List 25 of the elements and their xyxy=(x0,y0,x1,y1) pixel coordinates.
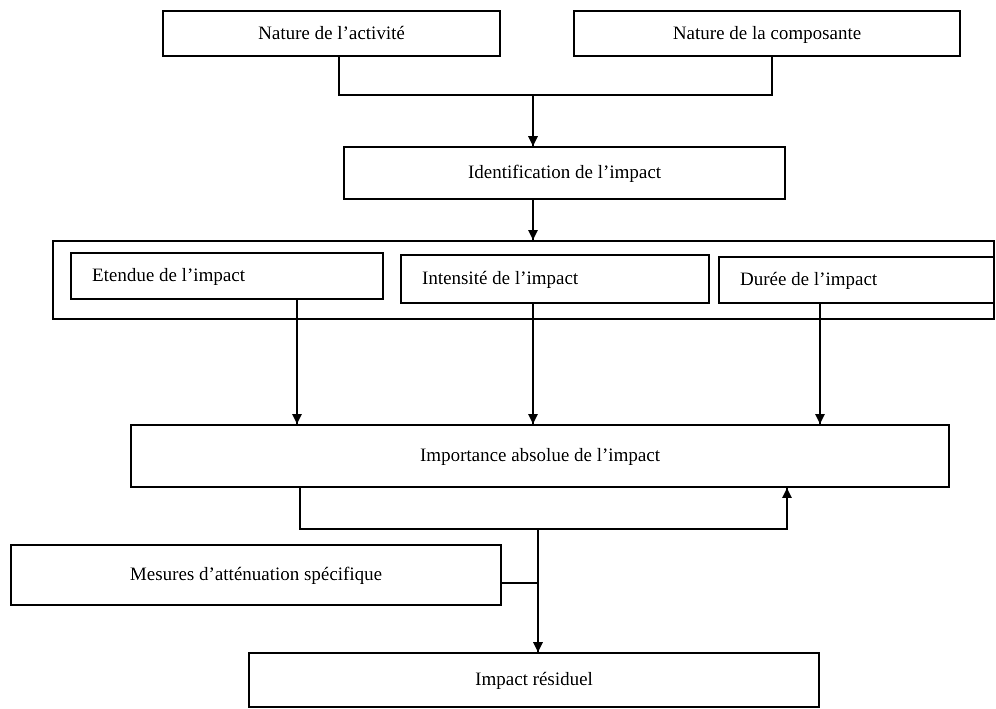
arrow xyxy=(292,300,302,424)
arrow xyxy=(815,304,825,424)
box-label: Durée de l’impact xyxy=(739,269,878,291)
arrow xyxy=(528,200,538,240)
process-box xyxy=(130,424,950,488)
process-box xyxy=(343,146,786,200)
factor-box xyxy=(718,256,995,304)
process-box xyxy=(10,544,502,606)
arrow xyxy=(528,304,538,424)
box-label: Mesures d’atténuation spécifique xyxy=(128,564,384,586)
process-box xyxy=(248,652,820,708)
factor-box xyxy=(400,254,710,304)
arrow xyxy=(528,57,773,146)
process-box xyxy=(573,10,961,57)
box-label: Nature de l’activité xyxy=(257,22,406,44)
arrow xyxy=(502,488,792,584)
box-label: Impact résiduel xyxy=(474,669,594,691)
box-label: Nature de la composante xyxy=(672,22,862,44)
factor-box xyxy=(70,252,384,300)
process-box xyxy=(162,10,501,57)
box-label: Importance absolue de l’impact xyxy=(418,445,662,467)
box-label: Etendue de l’impact xyxy=(91,265,246,287)
box-label: Intensité de l’impact xyxy=(421,268,580,290)
box-label: Identification de l’impact xyxy=(466,162,662,184)
group-box xyxy=(52,240,995,320)
